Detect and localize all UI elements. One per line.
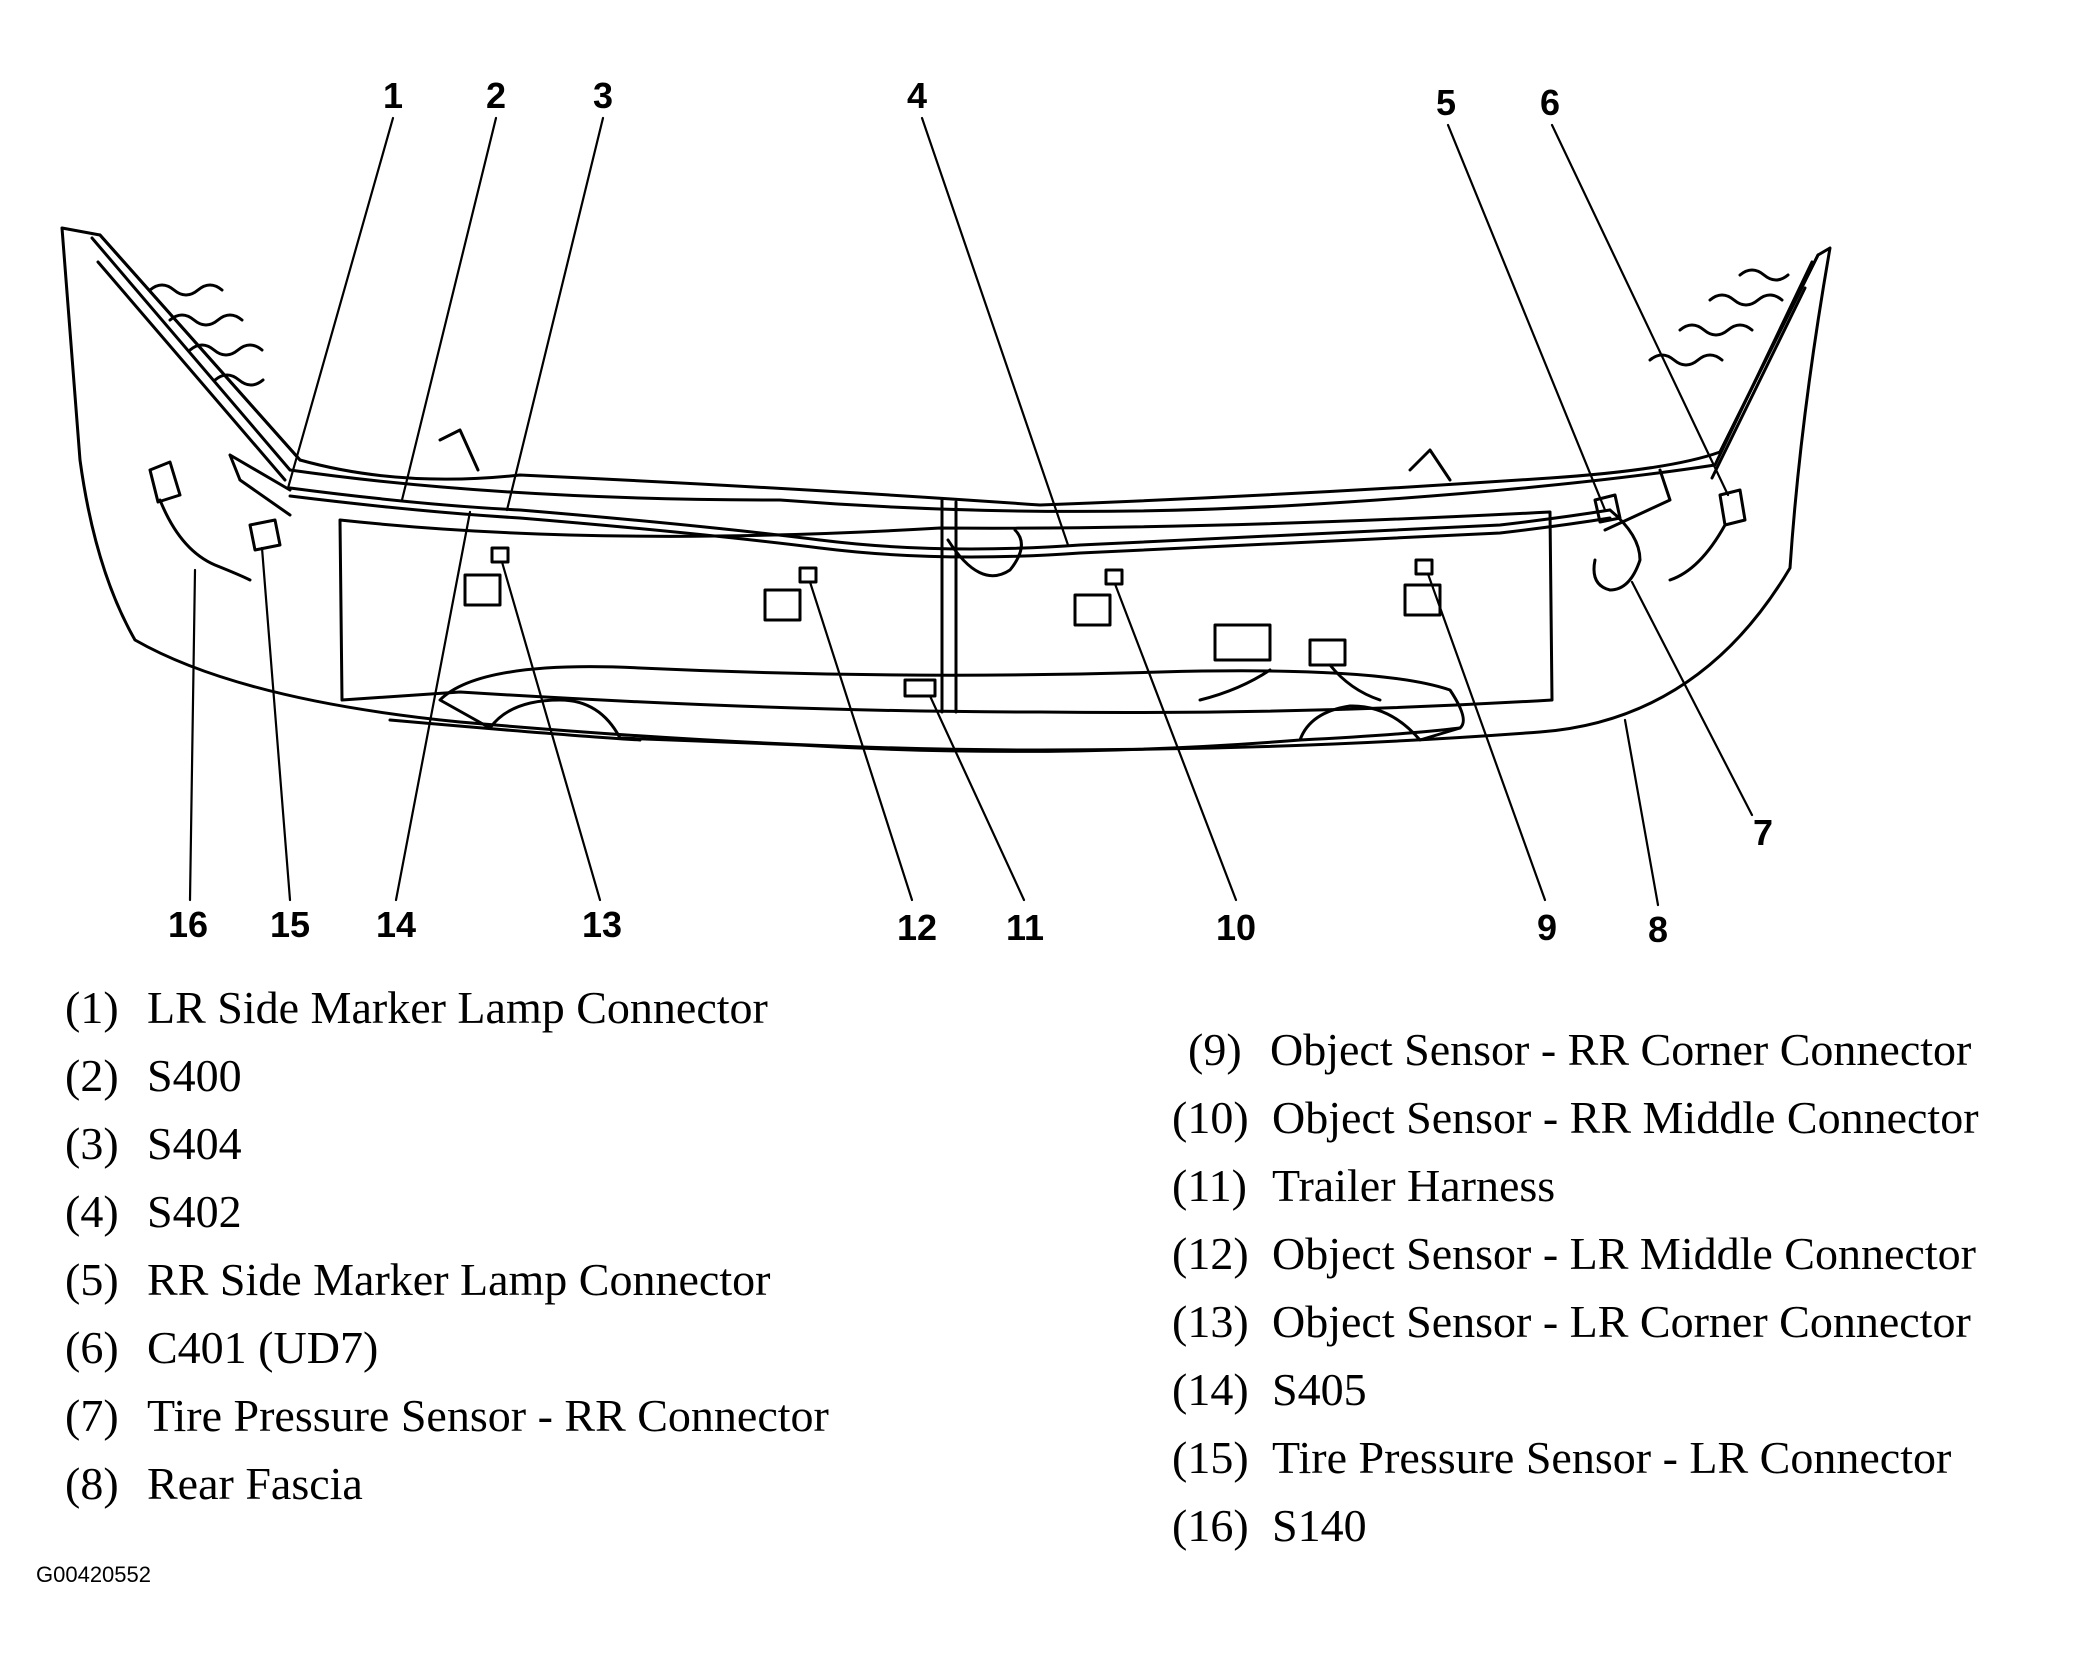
legend-item: (8) Rear Fascia <box>65 1461 363 1507</box>
legend-index: (14) <box>1172 1364 1249 1415</box>
callout-16: 16 <box>168 904 208 945</box>
leader-14 <box>394 510 472 902</box>
leader-lines <box>188 116 1754 907</box>
legend-text: RR Side Marker Lamp Connector <box>147 1254 771 1305</box>
legend-index: (6) <box>65 1322 119 1373</box>
legend-item: (2) S400 <box>65 1053 242 1099</box>
callout-10: 10 <box>1216 907 1256 948</box>
callout-2: 2 <box>486 75 506 116</box>
legend-index: (1) <box>65 982 119 1033</box>
legend-index: (3) <box>65 1118 119 1169</box>
legend-index: (5) <box>65 1254 119 1305</box>
legend-index: (15) <box>1172 1432 1249 1483</box>
legend-item: (12) Object Sensor - LR Middle Connector <box>1172 1231 1976 1277</box>
callout-14: 14 <box>376 904 416 945</box>
legend-index: (9) <box>1188 1024 1242 1075</box>
callout-7: 7 <box>1753 812 1773 853</box>
leader-1 <box>286 116 395 490</box>
callout-6: 6 <box>1540 82 1560 123</box>
callout-12: 12 <box>897 907 937 948</box>
legend-index: (16) <box>1172 1500 1249 1551</box>
legend-item: (6) C401 (UD7) <box>65 1325 378 1371</box>
legend-text: S405 <box>1272 1364 1367 1415</box>
legend-item: (13) Object Sensor - LR Corner Connector <box>1172 1299 1971 1345</box>
leader-2 <box>400 116 498 502</box>
legend-index: (10) <box>1172 1092 1249 1143</box>
fascia-top-edge <box>98 233 1820 462</box>
legend-text: Object Sensor - RR Middle Connector <box>1272 1092 1979 1143</box>
legend-index: (8) <box>65 1458 119 1509</box>
leader-5 <box>1446 123 1607 512</box>
legend-text: Tire Pressure Sensor - RR Connector <box>147 1390 829 1441</box>
legend-text: Tire Pressure Sensor - LR Connector <box>1272 1432 1952 1483</box>
legend-item: (1) LR Side Marker Lamp Connector <box>65 985 768 1031</box>
leader-13 <box>500 560 602 902</box>
sensor-rr-middle <box>1104 568 1124 586</box>
sensor-lr-middle <box>798 566 818 584</box>
leader-4 <box>920 116 1070 547</box>
leader-9 <box>1426 572 1547 902</box>
legend-index: (13) <box>1172 1296 1249 1347</box>
legend-text: Object Sensor - LR Corner Connector <box>1272 1296 1971 1347</box>
callout-3: 3 <box>593 75 613 116</box>
legend-text: S402 <box>147 1186 242 1237</box>
callout-11: 11 <box>1006 907 1044 948</box>
legend-text: C401 (UD7) <box>147 1322 379 1373</box>
legend-text: S400 <box>147 1050 242 1101</box>
legend-item: (16) S140 <box>1172 1503 1367 1549</box>
callout-9: 9 <box>1537 907 1557 948</box>
leader-11 <box>928 694 1026 902</box>
legend-item: (4) S402 <box>65 1189 242 1235</box>
callout-4: 4 <box>907 75 927 116</box>
legend-index: (4) <box>65 1186 119 1237</box>
lower-valance <box>438 665 1465 753</box>
legend-text: Object Sensor - LR Middle Connector <box>1272 1228 1976 1279</box>
rear-bumper-diagram: 1 2 3 4 5 6 7 8 9 10 11 12 13 14 15 16 <box>60 75 1832 950</box>
leader-6 <box>1550 123 1730 497</box>
callout-15: 15 <box>270 904 310 945</box>
legend-text: LR Side Marker Lamp Connector <box>147 982 768 1033</box>
legend-item: (14) S405 <box>1172 1367 1367 1413</box>
callout-1: 1 <box>383 75 403 116</box>
leader-7 <box>1630 580 1754 817</box>
leader-8 <box>1623 718 1660 907</box>
sensor-rr-corner <box>1414 558 1434 576</box>
leader-15 <box>260 546 292 902</box>
sensor-lr-corner <box>490 546 510 564</box>
leader-3 <box>505 116 605 512</box>
legend-item: (9) Object Sensor - RR Corner Connector <box>1188 1027 1971 1073</box>
legend-item: (15) Tire Pressure Sensor - LR Connector <box>1172 1435 1951 1481</box>
legend-item: (5) RR Side Marker Lamp Connector <box>65 1257 770 1303</box>
legend-item: (11) Trailer Harness <box>1172 1163 1555 1209</box>
legend-text: S140 <box>1272 1500 1367 1551</box>
legend-text: S404 <box>147 1118 242 1169</box>
legend-index: (11) <box>1172 1160 1247 1211</box>
callout-5: 5 <box>1436 82 1456 123</box>
legend-index: (12) <box>1172 1228 1249 1279</box>
callout-13: 13 <box>582 904 622 945</box>
legend-text: Object Sensor - RR Corner Connector <box>1270 1024 1972 1075</box>
leader-16 <box>188 568 197 902</box>
figure-code: G00420552 <box>36 1562 151 1587</box>
legend-text: Rear Fascia <box>147 1458 363 1509</box>
legend-text: Trailer Harness <box>1272 1160 1556 1211</box>
wiring-harness <box>288 486 1612 551</box>
fascia-face <box>338 510 1554 714</box>
fascia-outline <box>60 226 1832 752</box>
legend-index: (7) <box>65 1390 119 1441</box>
leader-10 <box>1113 582 1238 902</box>
trailer-harness-connector <box>903 678 937 698</box>
legend-index: (2) <box>65 1050 119 1101</box>
leader-12 <box>808 580 914 902</box>
legend-item: (10) Object Sensor - RR Middle Connector <box>1172 1095 1979 1141</box>
callout-8: 8 <box>1648 909 1668 950</box>
legend-item: (7) Tire Pressure Sensor - RR Connector <box>65 1393 829 1439</box>
legend-item: (3) S404 <box>65 1121 242 1167</box>
